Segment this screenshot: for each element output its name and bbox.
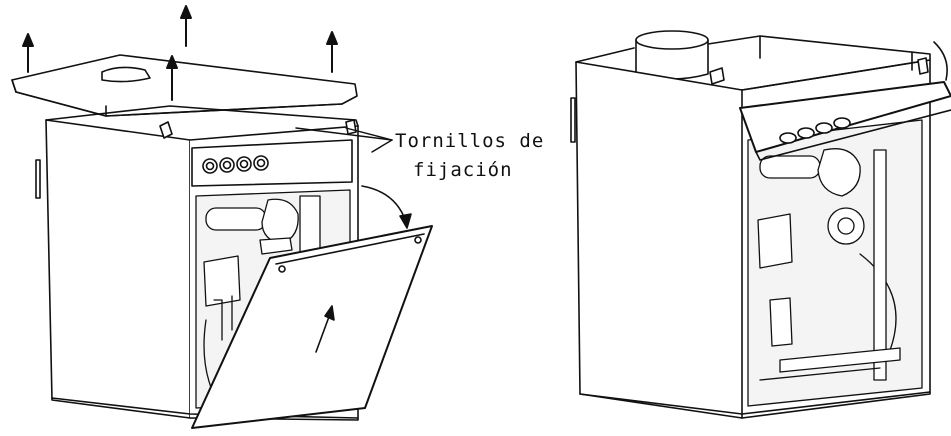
callout-label-line2: fijación [413,159,513,181]
top-cover [11,54,358,117]
swing-arrow [361,185,412,229]
right-boiler [570,30,951,419]
flue-pipe [635,30,709,80]
callout-label-line1: Tornillos de [395,130,545,152]
front-door [191,225,433,429]
left-boiler [11,5,433,429]
right-cabinet [570,35,931,419]
right-internal-components [747,119,923,407]
callout-leaders [295,127,393,153]
control-panel-tilted [739,41,951,161]
lift-arrows [22,5,338,101]
